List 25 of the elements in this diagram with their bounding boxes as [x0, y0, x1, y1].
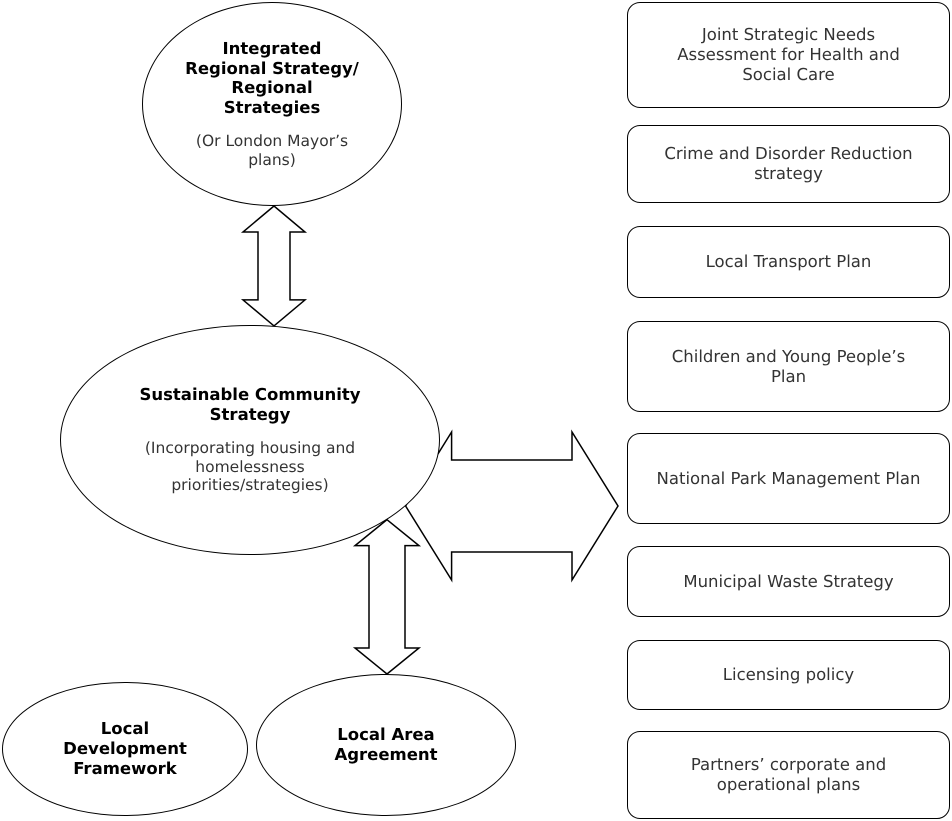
node-label: Crime and Disorder Reduction strategy — [663, 144, 914, 184]
node-title: Sustainable Community Strategy — [138, 385, 362, 425]
double-block-arrow — [352, 518, 422, 675]
rounded-box — [627, 546, 950, 617]
node-label: Partners’ corporate and operational plans — [690, 755, 888, 795]
rounded-box — [627, 2, 950, 108]
node-label: National Park Management Plan — [656, 468, 920, 488]
double-block-arrow — [404, 429, 619, 583]
rounded-box — [627, 433, 950, 524]
node-label: Licensing policy — [722, 665, 854, 685]
node-note: (Or London Mayor’s plans) — [194, 132, 350, 170]
double-block-arrow — [240, 205, 308, 327]
rounded-box — [627, 125, 950, 203]
node-label: Local Transport Plan — [706, 252, 872, 272]
rounded-box — [627, 226, 950, 298]
node-title: Local Area Agreement — [333, 725, 439, 765]
node-title: Local Development Framework — [62, 719, 188, 779]
rounded-box — [627, 321, 950, 412]
node-title: Integrated Regional Strategy/ Regional Strategies — [184, 38, 360, 118]
node-note: (Incorporating housing and homelessness priorities/strategies) — [144, 438, 356, 495]
node-label: Children and Young People’s Plan — [670, 346, 906, 386]
rounded-box — [627, 731, 950, 819]
node-label: Municipal Waste Strategy — [683, 572, 894, 592]
rounded-box — [627, 640, 950, 710]
node-label: Joint Strategic Needs Assessment for Health and Social Care — [676, 25, 901, 85]
